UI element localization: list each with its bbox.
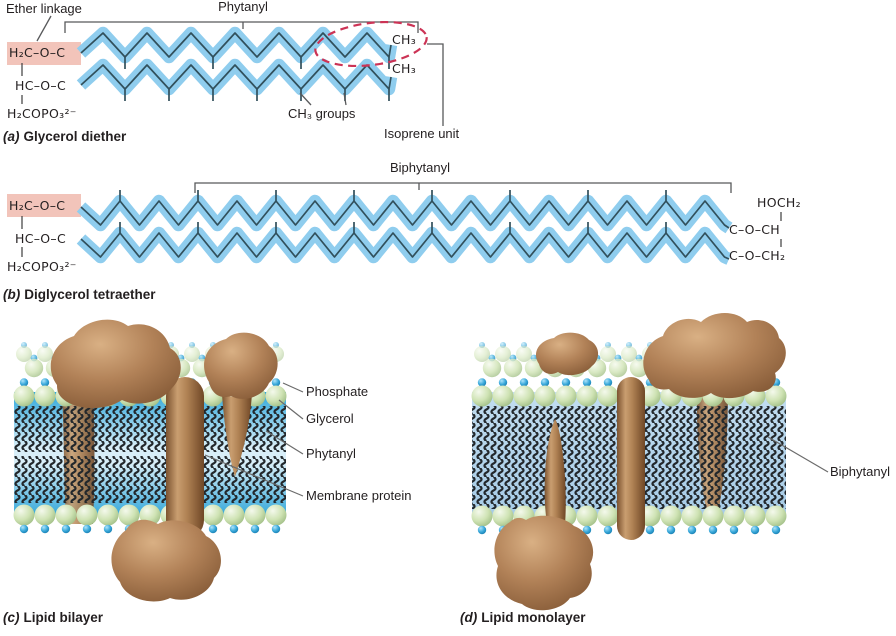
caption-c-text: Lipid bilayer [23,610,104,625]
caption-d-text: Lipid monolayer [481,610,586,625]
formula-b-row2: HC–O–C [15,231,66,246]
caption-c-index: (c) [3,610,20,625]
ch3-groups-label: CH₃ groups [288,106,356,121]
caption-b-text: Diglycerol tetraether [24,287,156,302]
panel-b-annotations [7,182,782,257]
phytanyl-chains [76,26,398,101]
phosphate-label: Phosphate [306,384,369,399]
caption-b-index: (b) [3,287,21,302]
caption-a-text: Glycerol diether [23,129,127,144]
caption-a: (a)Glycerol diether [3,129,126,145]
formula-b-right-row2: C–O–CH [729,222,780,237]
panel-a-glycerol-diether [7,15,444,126]
formula-a-row1: H₂C–O–C [9,45,66,60]
monolayer-leader-lines [767,436,829,473]
biphytanyl-label: Biphytanyl [830,464,890,479]
phytanyl-label: Phytanyl [306,446,356,461]
formula-b-right-row3: C–O–CH₂ [729,248,786,263]
panel-d-lipid-monolayer [471,313,829,611]
caption-a-index: (a) [3,129,20,144]
ch3-label-bottom: CH₃ [392,61,417,76]
panel-c-lipid-bilayer [13,319,304,602]
panel-a-overlays [299,20,444,126]
caption-c: (c)Lipid bilayer [3,610,103,626]
panel-b-diglycerol-tetraether [7,182,782,265]
formula-a-row3: H₂COPO₃²⁻ [7,106,77,121]
ether-linkage-label: Ether linkage [6,1,82,16]
bilayer-membrane-proteins [50,319,278,602]
formula-b-row3: H₂COPO₃²⁻ [7,259,77,274]
biphytanyl-bracket-label: Biphytanyl [390,160,450,175]
isoprene-unit-label: Isoprene unit [384,126,460,141]
formula-b-row1: H₂C–O–C [9,198,66,213]
ch3-label-top: CH₃ [392,32,417,47]
monolayer-membrane-proteins [494,313,786,611]
caption-d-index: (d) [460,610,478,625]
formula-a-row2: HC–O–C [15,78,66,93]
caption-b: (b)Diglycerol tetraether [3,287,156,303]
membrane-protein-label: Membrane protein [306,488,412,503]
glycerol-label: Glycerol [306,411,354,426]
biphytanyl-chains [76,190,733,265]
bilayer-leader-lines [204,382,304,497]
formula-b-right-row1: HOCH₂ [757,195,801,210]
caption-d: (d)Lipid monolayer [460,610,586,626]
panel-a-annotations [7,15,419,104]
phytanyl-bracket-label: Phytanyl [218,0,268,14]
